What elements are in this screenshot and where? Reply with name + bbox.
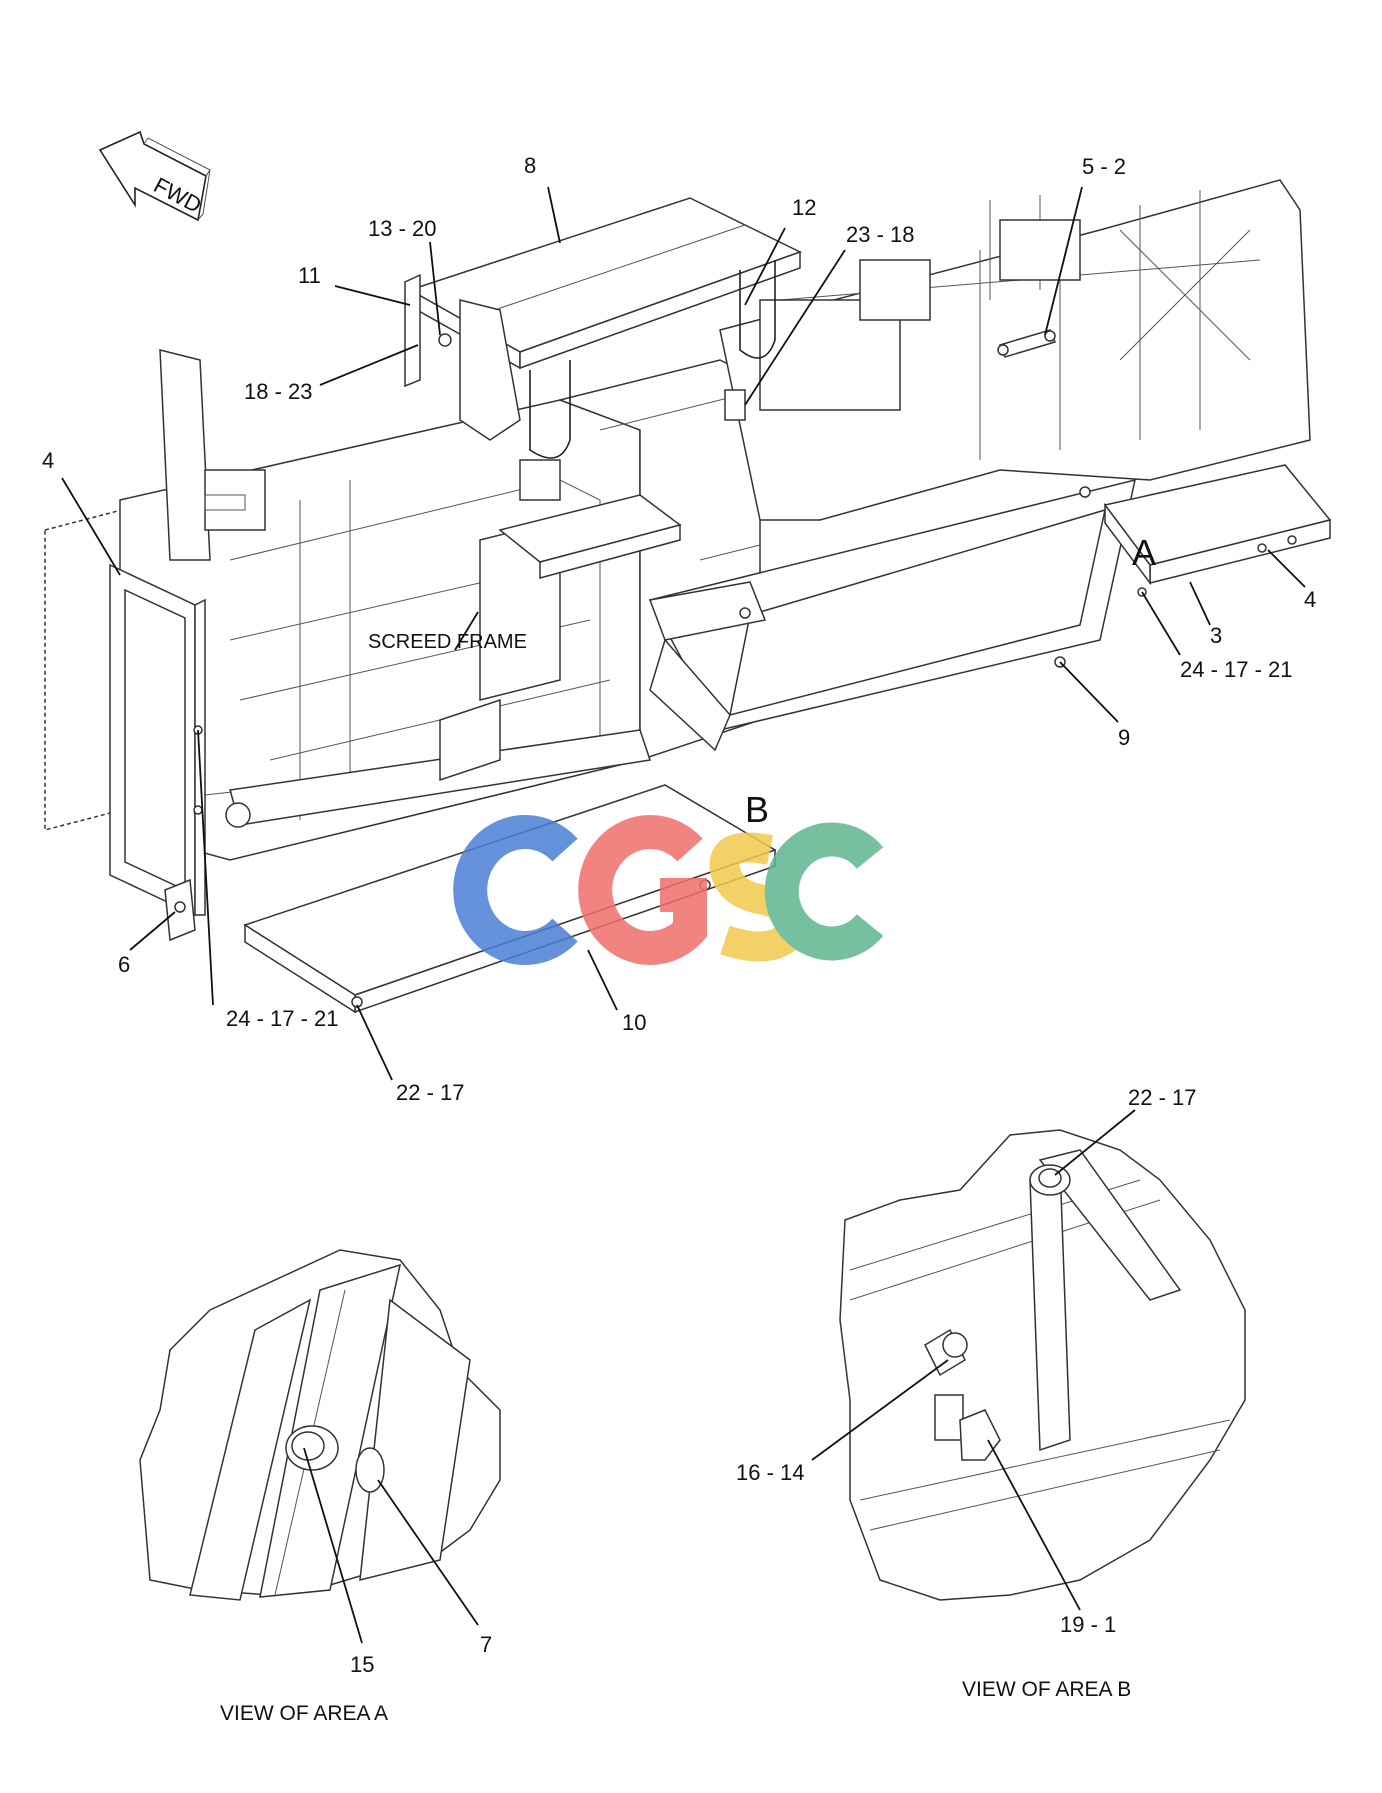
callout-22-17-main: 22 - 17 bbox=[396, 1080, 465, 1105]
callout-9: 9 bbox=[1118, 725, 1130, 750]
callout-5-2: 5 - 2 bbox=[1082, 154, 1126, 179]
callout-10: 10 bbox=[622, 1010, 646, 1035]
callout-16-14: 16 - 14 bbox=[736, 1460, 805, 1485]
right-angled-step bbox=[648, 478, 1136, 752]
main-callouts: 8 12 13 - 20 23 - 18 5 - 2 11 18 - 23 4 … bbox=[42, 153, 1316, 1105]
middle-step bbox=[498, 494, 682, 579]
callout-23-18: 23 - 18 bbox=[846, 222, 915, 247]
callout-4-left: 4 bbox=[42, 448, 54, 473]
callout-22-17-detail: 22 - 17 bbox=[1128, 1085, 1197, 1110]
callout-11: 11 bbox=[298, 263, 321, 288]
far-right-step bbox=[1103, 464, 1332, 597]
callout-24-17-21-left: 24 - 17 - 21 bbox=[226, 1006, 339, 1031]
callout-7: 7 bbox=[480, 1632, 492, 1657]
cgsc-watermark bbox=[453, 815, 884, 965]
view-area-a: 15 7 VIEW OF AREA A bbox=[139, 1249, 501, 1725]
callout-8: 8 bbox=[524, 153, 536, 178]
callout-13-20: 13 - 20 bbox=[368, 216, 437, 241]
screed-frame-label: SCREED FRAME bbox=[368, 631, 527, 653]
callout-24-17-21-right: 24 - 17 - 21 bbox=[1180, 657, 1293, 682]
callout-6: 6 bbox=[118, 952, 130, 977]
callout-4-right: 4 bbox=[1304, 587, 1316, 612]
view-area-b-caption: VIEW OF AREA B bbox=[962, 1678, 1131, 1701]
view-area-b: 22 - 17 16 - 14 19 - 1 VIEW OF AREA B bbox=[736, 1085, 1246, 1701]
top-step-assembly bbox=[404, 197, 802, 501]
main-leaders bbox=[61, 186, 1306, 1081]
view-area-a-caption: VIEW OF AREA A bbox=[220, 1702, 388, 1725]
callout-18-23: 18 - 23 bbox=[244, 379, 313, 404]
view-letter-b: B bbox=[745, 789, 769, 830]
left-vertical-step bbox=[109, 563, 206, 942]
fwd-arrow-icon: FWD bbox=[98, 130, 211, 222]
callout-12: 12 bbox=[792, 195, 816, 220]
callout-19-1: 19 - 1 bbox=[1060, 1612, 1116, 1637]
view-letter-a: A bbox=[1132, 532, 1156, 573]
fwd-label: FWD bbox=[150, 172, 206, 218]
callout-3: 3 bbox=[1210, 623, 1222, 648]
callout-15: 15 bbox=[350, 1652, 374, 1677]
